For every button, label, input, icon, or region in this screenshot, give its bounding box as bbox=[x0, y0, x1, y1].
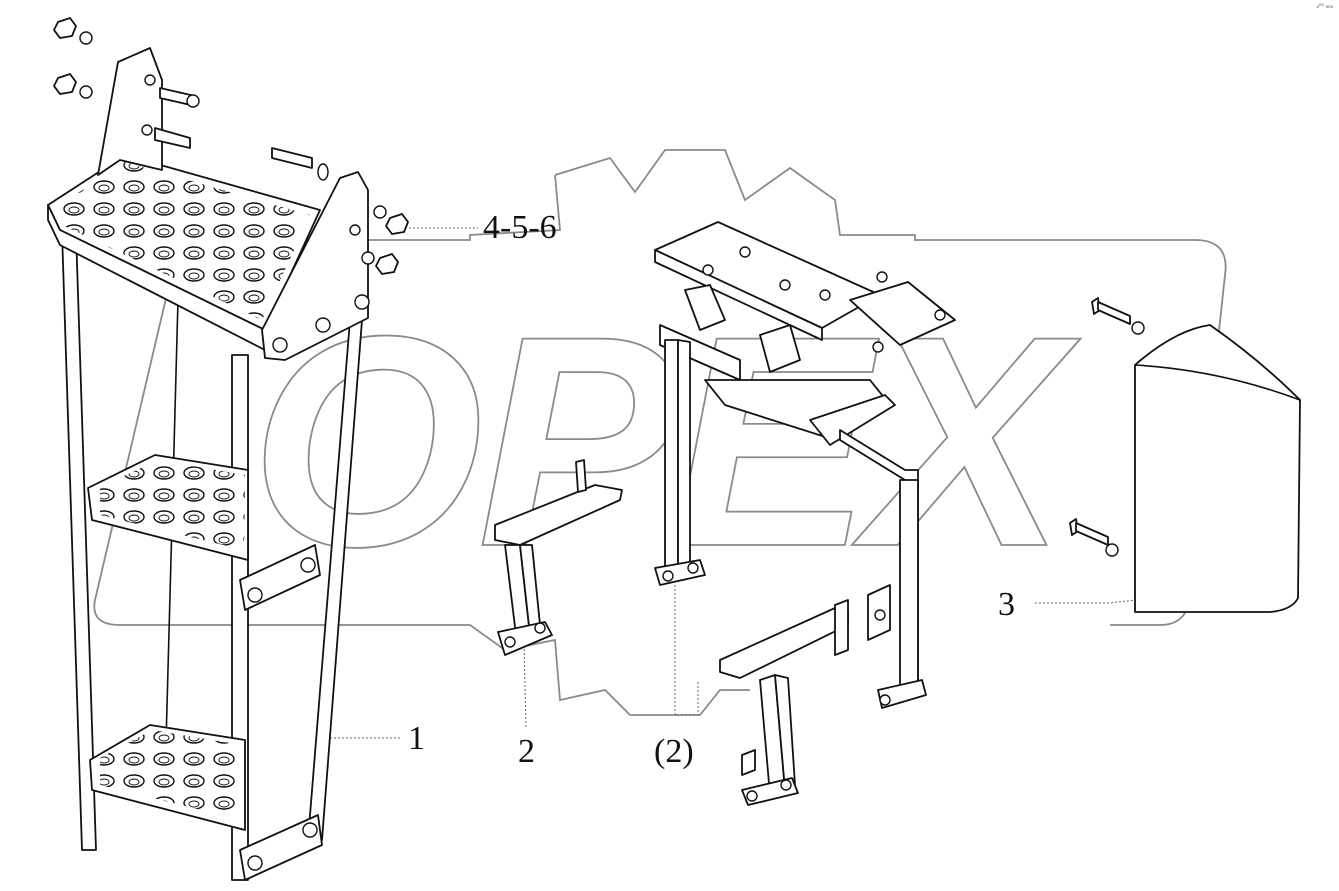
corner-tag: ₀⁰⁰ ₀₀₀ bbox=[1316, 3, 1333, 10]
callout-2: 2 bbox=[518, 733, 535, 770]
cover-panel-part-3 bbox=[1069, 297, 1301, 613]
ladder-part-1 bbox=[47, 17, 409, 881]
ladder-bracket-left bbox=[97, 47, 163, 176]
fasteners-4-5-6 bbox=[53, 17, 409, 275]
ladder-step-middle-holes bbox=[100, 460, 245, 550]
leader-2b bbox=[674, 585, 699, 716]
ladder-step-top-holes bbox=[60, 162, 310, 320]
callout-3: 3 bbox=[998, 586, 1015, 623]
callout-4-5-6: 4-5-6 bbox=[483, 209, 557, 246]
leader-lines bbox=[322, 227, 1136, 739]
callout-1: 1 bbox=[408, 720, 425, 757]
cover-panel bbox=[1134, 324, 1301, 613]
step-bracket-part-2 bbox=[494, 459, 623, 656]
lower-step-bracket bbox=[719, 599, 849, 806]
leader-2 bbox=[523, 644, 527, 729]
leader-3 bbox=[1035, 599, 1136, 604]
bracket-assembly-part-2b bbox=[654, 221, 956, 709]
ladder-step-bottom-holes bbox=[100, 730, 242, 820]
callout-2-parenthesized: (2) bbox=[654, 733, 694, 770]
ladder-rail-left bbox=[61, 231, 97, 851]
